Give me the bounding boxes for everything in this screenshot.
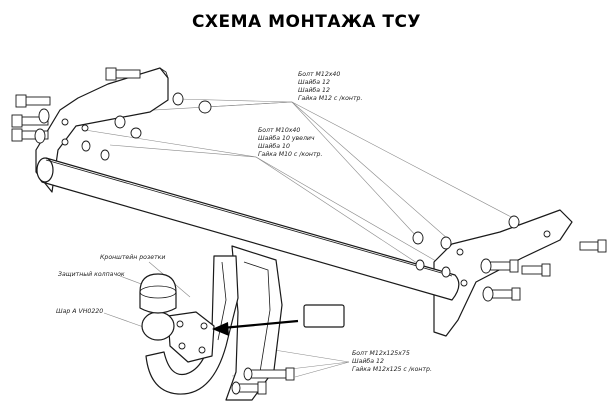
callout-mid-4: Гайка М10 с /контр. [258, 151, 322, 158]
callout-mid-1: Болт М10х40 [258, 127, 300, 134]
socket-outline [303, 304, 345, 328]
right-mounting-plate [433, 209, 573, 337]
center-bracket [225, 245, 283, 401]
callout-bottom-group: Болт М12х125х75 Шайба 12 Гайка М12х125 с… [352, 350, 432, 373]
tow-ball-arm [145, 255, 239, 395]
callout-bracket: Кронштейн розетки [100, 254, 165, 261]
socket-arrow [212, 319, 299, 336]
callout-top-4: Гайка М12 с /контр. [298, 95, 362, 102]
callout-mid-3: Шайба 10 [258, 142, 290, 150]
top-left-bolts [11, 67, 141, 144]
callout-ball: Шар А VH0220 [56, 308, 103, 315]
upper-washers-nuts [81, 92, 520, 278]
callout-cap: Защитный колпачок [58, 271, 125, 278]
callout-bottom-3: Гайка М12х125 с /контр. [352, 366, 432, 373]
callout-bottom-1: Болт М12х125х75 [352, 350, 410, 357]
right-bolts [480, 239, 607, 302]
callout-top-group: Болт М12х40 Шайба 12 Шайба 12 Гайка М12 … [298, 71, 362, 102]
callout-top-1: Болт М12х40 [298, 71, 340, 78]
diagram-title: СХЕМА МОНТАЖА ТСУ [191, 12, 422, 32]
callout-middle-group: Болт М10х40 Шайба 10 увелич Шайба 10 Гай… [258, 127, 322, 158]
callout-bottom-2: Шайба 12 [352, 357, 384, 365]
protective-cap [139, 273, 177, 314]
callout-top-3: Шайба 12 [298, 86, 330, 94]
callout-top-2: Шайба 12 [298, 78, 330, 86]
socket-bracket-plate [167, 311, 215, 363]
bottom-bolts [231, 367, 295, 395]
callout-mid-2: Шайба 10 увелич [258, 134, 315, 142]
tow-ball [141, 311, 175, 341]
